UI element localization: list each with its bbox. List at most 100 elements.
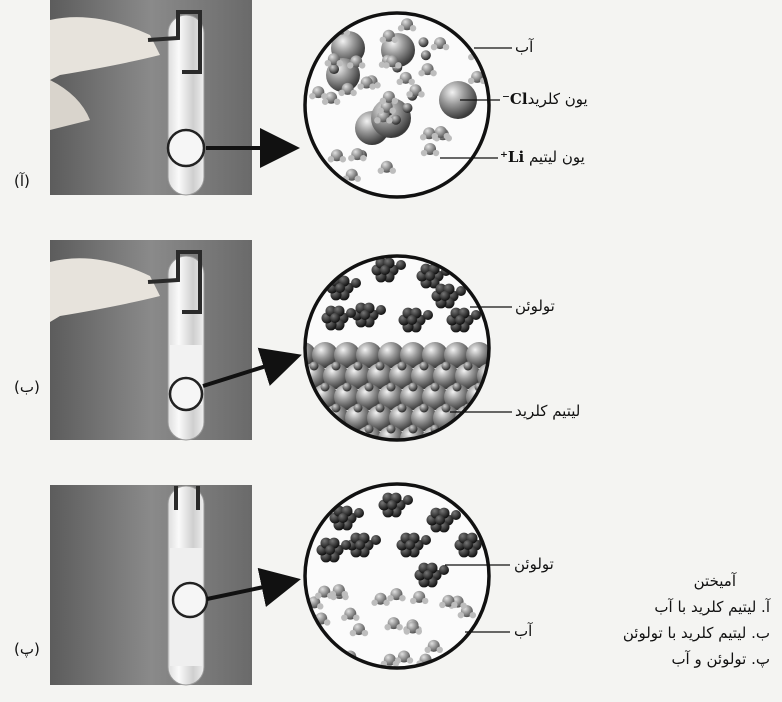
caption-line-c: پ. تولوئن و آب	[623, 646, 770, 672]
lithium-ion-icon	[420, 446, 429, 455]
hydrogen-atom-icon	[475, 171, 481, 177]
chloride-symbol: Cl⁻	[502, 90, 528, 108]
lithium-ion-icon	[431, 383, 440, 392]
toluene-atom-icon	[403, 495, 413, 505]
hydrogen-atom-icon	[477, 191, 483, 197]
lithium-ion-icon	[398, 446, 407, 455]
toluene-atom-icon	[355, 540, 365, 550]
lithium-ion-icon	[365, 383, 374, 392]
hydrogen-atom-icon	[348, 155, 354, 161]
toluene-atom-icon	[330, 313, 340, 323]
water-molecule-icon	[468, 184, 480, 196]
hydrogen-atom-icon	[468, 78, 474, 84]
hydrogen-atom-icon	[334, 99, 340, 105]
hydrogen-atom-icon	[337, 60, 343, 66]
hydrogen-atom-icon	[383, 62, 389, 68]
toluene-atom-icon	[463, 540, 473, 550]
hydrogen-atom-icon	[341, 657, 347, 663]
toluene-atom-icon	[341, 540, 351, 550]
lithium-ion-icon	[387, 425, 396, 434]
water-molecule-icon	[318, 176, 330, 188]
caption-line-b: ب. لیتیم کلرید با تولوئن	[623, 620, 770, 646]
hydrogen-atom-icon	[443, 44, 449, 50]
hydrogen-atom-icon	[359, 667, 365, 673]
hydrogen-atom-icon	[433, 150, 439, 156]
hydrogen-atom-icon	[317, 603, 323, 609]
hydrogen-atom-icon	[439, 602, 445, 608]
lithium-ion-icon	[442, 446, 451, 455]
lithium-ion-icon	[420, 362, 429, 371]
hydrogen-atom-icon	[418, 91, 424, 97]
magnifier-circle-icon	[170, 378, 202, 410]
hydrogen-atom-icon	[444, 133, 450, 139]
water-molecule-icon	[334, 186, 346, 198]
figure-caption: آمیختن آ. لیتیم کلرید با آب ب. لیتیم کلر…	[623, 568, 770, 672]
water-molecule-icon	[454, 183, 466, 195]
hydrogen-atom-icon	[425, 647, 431, 653]
hydrogen-atom-icon	[335, 654, 341, 660]
toluene-atom-icon	[451, 510, 461, 520]
hydrogen-atom-icon	[396, 624, 402, 630]
panel-a	[50, 0, 512, 200]
lithium-ion-icon	[409, 383, 418, 392]
lithium-ion-icon	[402, 103, 412, 113]
hydrogen-atom-icon	[340, 156, 346, 162]
lithium-ion-icon	[418, 37, 428, 47]
lithium-ion-icon	[310, 362, 319, 371]
hydrogen-atom-icon	[315, 183, 321, 189]
label-lithium-chloride: لیتیم کلرید	[515, 402, 580, 420]
hydrogen-atom-icon	[398, 25, 404, 31]
hydrogen-atom-icon	[321, 93, 327, 99]
lithium-ion-icon	[329, 64, 339, 74]
hydrogen-atom-icon	[480, 54, 486, 60]
hydrogen-atom-icon	[420, 134, 426, 140]
lithium-ion-icon	[310, 446, 319, 455]
magnifier-circle-icon	[173, 583, 207, 617]
lithium-ion-icon	[453, 425, 462, 434]
lithium-ion-icon	[332, 404, 341, 413]
label-water-c: آب	[514, 622, 532, 640]
label-toluene-b: تولوئن	[515, 297, 555, 315]
lithium-ion-icon	[321, 425, 330, 434]
water-molecule-icon	[326, 647, 338, 659]
hydrogen-atom-icon	[383, 600, 389, 606]
toluene-atom-icon	[346, 308, 356, 318]
toluene-atom-icon	[360, 310, 370, 320]
lithium-ion-icon	[453, 383, 462, 392]
hydrogen-atom-icon	[460, 602, 466, 608]
hydrogen-atom-icon	[399, 595, 405, 601]
hydrogen-atom-icon	[357, 83, 363, 89]
lithium-ion-icon	[398, 362, 407, 371]
toluene-atom-icon	[440, 291, 450, 301]
lithium-ion-icon	[442, 362, 451, 371]
lithium-ion-icon	[387, 383, 396, 392]
lithium-ion-icon	[464, 362, 473, 371]
hydrogen-atom-icon	[463, 171, 469, 177]
hydrogen-atom-icon	[431, 44, 437, 50]
hydrogen-atom-icon	[315, 592, 321, 598]
lithium-ion-icon	[376, 362, 385, 371]
label-chloride-ion: یون کلریدCl⁻	[502, 90, 588, 108]
panel-b-letter: (ب)	[14, 378, 40, 396]
hydrogen-atom-icon	[316, 670, 322, 676]
hydrogen-atom-icon	[389, 108, 395, 114]
lithium-ion-icon	[464, 446, 473, 455]
label-lithium-ion: یون لیتیم Li⁺	[500, 148, 585, 166]
water-molecule-icon	[305, 645, 317, 657]
lithium-ion-icon	[475, 425, 484, 434]
label-toluene-c: تولوئن	[514, 555, 554, 573]
chloride-ion-icon	[290, 426, 316, 452]
photo-a	[50, 0, 252, 195]
chloride-name: یون کلرید	[528, 90, 588, 108]
toluene-atom-icon	[338, 513, 348, 523]
lithium-ion-icon	[376, 404, 385, 413]
label-water-a: آب	[515, 38, 533, 56]
lithium-ion-icon	[332, 362, 341, 371]
lithium-ion-icon	[486, 446, 495, 455]
lithium-ion-icon	[321, 383, 330, 392]
chloride-ion-icon	[290, 384, 316, 410]
lithium-name: یون لیتیم	[529, 148, 585, 166]
hydrogen-atom-icon	[404, 628, 410, 634]
toluene-atom-icon	[376, 305, 386, 315]
hydrogen-atom-icon	[338, 90, 344, 96]
